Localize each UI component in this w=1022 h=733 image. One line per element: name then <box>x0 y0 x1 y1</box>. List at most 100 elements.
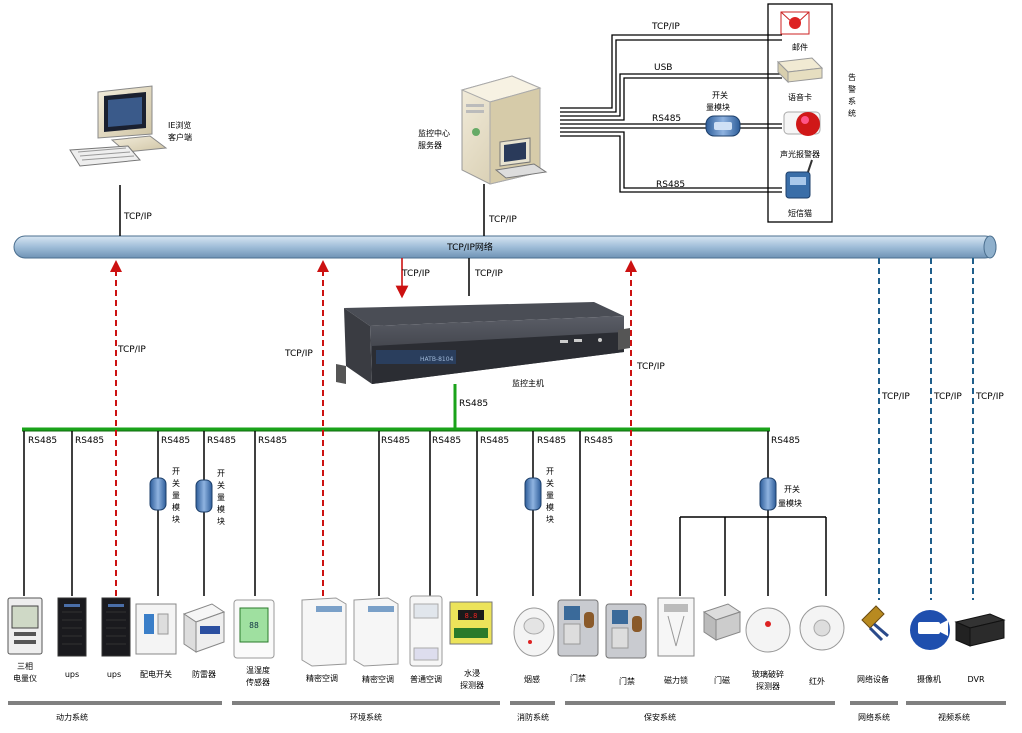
server-link-label: TCP/IP <box>488 215 517 225</box>
rs485-label-9: RS485 <box>537 436 566 446</box>
rs485-label-7: RS485 <box>432 436 461 446</box>
voice-card-icon <box>776 57 824 84</box>
alarm-switch-label-2: 量模块 <box>706 102 730 112</box>
access-control-icon-2 <box>605 603 647 659</box>
server-label-1: 监控中心 <box>418 128 450 138</box>
uplink-label-1: TCP/IP <box>117 345 146 355</box>
host-link-label: TCP/IP <box>474 269 503 279</box>
client-label-2: 客户端 <box>168 132 192 142</box>
surge-label: 防雷器 <box>192 669 216 679</box>
rs485-label-5: RS485 <box>258 436 287 446</box>
thsensor-label-2: 传感器 <box>246 677 270 687</box>
blue-label-3: TCP/IP <box>975 392 1004 402</box>
blue-links <box>878 258 974 600</box>
rs485-label-6: RS485 <box>381 436 410 446</box>
alarm-device-voice-card: 语音卡 <box>788 92 812 102</box>
sw1-c5: 块 <box>172 514 180 524</box>
smoke-label: 烟感 <box>524 674 540 684</box>
normal-ac-icon <box>409 595 443 667</box>
alarm-links <box>560 34 782 193</box>
netdev-label: 网络设备 <box>857 674 889 684</box>
smoke-detector-icon <box>513 607 555 657</box>
client-link-label: TCP/IP <box>123 212 152 222</box>
switch-module-icon <box>149 477 777 513</box>
system-environment: 环境系统 <box>350 712 382 722</box>
network-device-icon <box>861 605 889 642</box>
ups1-label: ups <box>65 670 79 679</box>
email-link-label: TCP/IP <box>651 22 680 32</box>
host-label: 监控主机 <box>512 378 544 388</box>
water-detector-icon: 8.8 <box>449 601 493 645</box>
uplink-label-2: TCP/IP <box>284 349 313 359</box>
switch-label-2: 开 关 量 模 块 <box>217 469 225 526</box>
uplink-label-3: TCP/IP <box>636 362 665 372</box>
glass-break-detector-icon <box>745 607 791 653</box>
switch-label-3: 开 关 量 模 块 <box>546 467 554 524</box>
ir-label: 红外 <box>809 676 825 686</box>
rs485-drops <box>23 431 827 596</box>
power-switch-icon <box>135 603 177 655</box>
alarm-device-siren: 声光报警器 <box>780 149 820 159</box>
maglock-label: 磁力锁 <box>664 675 688 685</box>
alarm-system-box <box>767 3 833 223</box>
ie-client-computer-icon <box>69 85 168 167</box>
dvr-label: DVR <box>967 675 984 684</box>
ups2-label: ups <box>107 670 121 679</box>
camera-icon <box>910 610 950 650</box>
water-label-1: 水浸 <box>464 668 480 678</box>
meter-icon <box>7 597 43 655</box>
voice-link-label: USB <box>654 63 672 73</box>
blue-label-2: TCP/IP <box>933 392 962 402</box>
system-network: 网络系统 <box>858 712 890 722</box>
water-label-2: 探测器 <box>460 680 484 690</box>
alarm-device-sms: 短信猫 <box>788 208 812 218</box>
system-groups <box>8 701 1006 705</box>
meter-label-1: 三相 <box>17 661 33 671</box>
power-switch-label: 配电开关 <box>140 669 172 679</box>
meter-label-2: 电量仪 <box>13 673 37 683</box>
alarm-switch-module-icon <box>705 115 741 137</box>
sw3-c2: 关 <box>546 478 554 488</box>
door2-label: 门禁 <box>619 676 635 686</box>
sw2-c4: 模 <box>217 504 225 514</box>
doormag-label: 门磁 <box>714 675 730 685</box>
sw1-c1: 开 <box>172 467 180 476</box>
tcpip-network-bus: TCP/IP网络 <box>13 235 997 259</box>
sw2-c2: 关 <box>217 480 225 490</box>
siren-icon <box>783 111 821 136</box>
svg-text:88: 88 <box>249 621 259 630</box>
dvr-icon <box>954 613 1006 647</box>
host-brand: HATB-8104 <box>420 356 454 363</box>
alarm-device-email: 邮件 <box>792 42 808 52</box>
magnetic-lock-icon <box>657 597 695 657</box>
alarm-title-1: 告 <box>848 72 856 82</box>
glass-label-2: 探测器 <box>756 681 780 691</box>
rs485-label-10: RS485 <box>584 436 613 446</box>
red-arrows <box>110 260 637 272</box>
ac1-label: 精密空调 <box>306 673 338 683</box>
system-video: 视频系统 <box>938 712 970 722</box>
ac3-label: 普通空调 <box>410 674 442 684</box>
switch-label-4b: 量模块 <box>778 498 802 508</box>
blue-label-1: TCP/IP <box>881 392 910 402</box>
sw2-c5: 块 <box>217 516 225 526</box>
ups-icon-1 <box>57 597 87 657</box>
monitoring-host-device-icon <box>336 302 630 384</box>
precision-ac-icon-1 <box>301 597 347 667</box>
sw1-c3: 量 <box>172 491 180 500</box>
camera-label: 摄像机 <box>917 674 941 684</box>
surge-protector-icon <box>182 603 226 653</box>
sw3-c1: 开 <box>546 467 554 476</box>
precision-ac-icon-2 <box>353 597 399 667</box>
system-fire: 消防系统 <box>517 712 549 722</box>
host-rs485-label: RS485 <box>459 399 488 409</box>
rs485-label-1: RS485 <box>28 436 57 446</box>
rs485-labels: RS485 RS485 RS485 RS485 RS485 RS485 RS48… <box>28 436 800 446</box>
rs485-label-11: RS485 <box>771 436 800 446</box>
rs485-label-2: RS485 <box>75 436 104 446</box>
red-uplinks <box>115 266 632 596</box>
sw1-c4: 模 <box>172 502 180 512</box>
glass-label-1: 玻璃破碎 <box>752 669 784 679</box>
door-magnet-icon <box>702 603 742 641</box>
